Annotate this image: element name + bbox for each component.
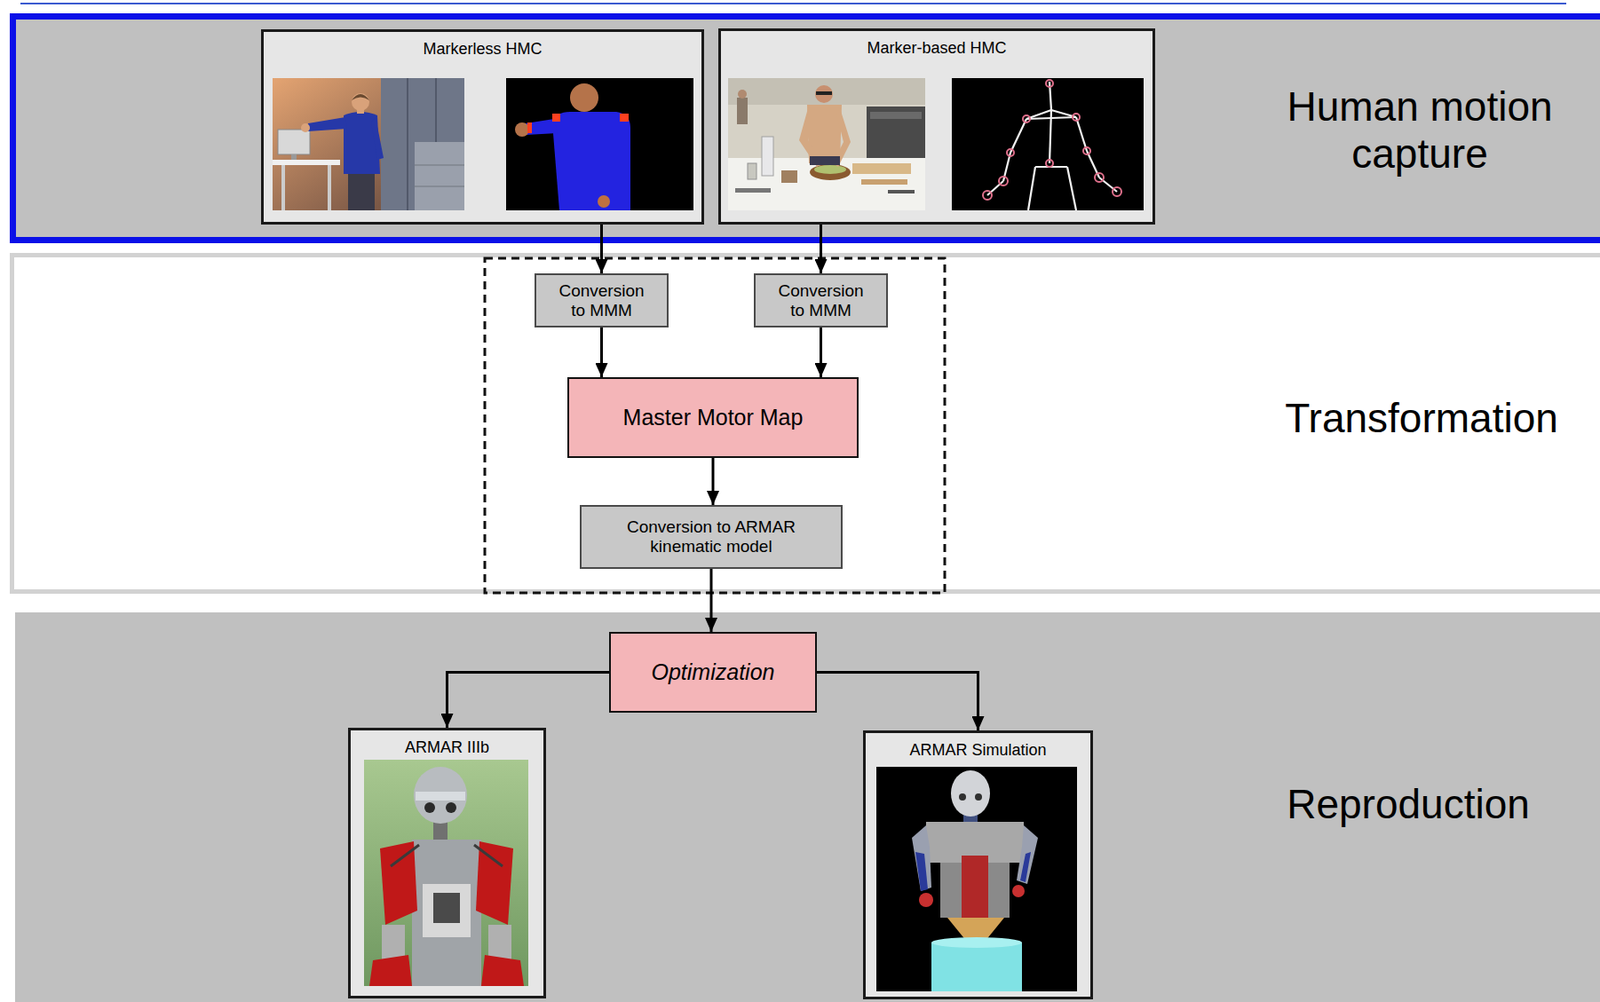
flow-arrow [816, 673, 979, 732]
box-title: ARMAR Simulation [909, 741, 1046, 761]
marker-skeleton [951, 78, 1144, 211]
box-label: Conversion to MMM [554, 281, 650, 321]
band-panel: Reproduction OptimizationARMAR IIIb ARMAR… [15, 612, 1600, 1002]
box-title: Marker-based HMC [866, 39, 1006, 58]
highlight-box: Master Motor Map [567, 377, 859, 459]
flow-arrow [600, 224, 603, 274]
band-label: Human motion capture [1268, 83, 1571, 178]
box-label: Conversion to MMM [773, 281, 870, 321]
photo-box: ARMAR IIIb [348, 728, 547, 999]
process-box: Conversion to ARMAR kinematic model [579, 505, 843, 570]
flow-arrow [600, 327, 603, 378]
marker-based-photo [728, 78, 926, 211]
box-label: Optimization [651, 659, 776, 686]
robot-photo [364, 760, 529, 987]
box-title: Markerless HMC [422, 39, 542, 59]
process-box: Conversion to MMM [534, 273, 669, 328]
markerless-photo [272, 78, 465, 211]
top-rule [20, 2, 1567, 5]
flow-arrow [447, 673, 610, 729]
flow-arrow [819, 224, 823, 274]
band-panel: Transformation Conversion to MMM Conversio… [9, 253, 1600, 595]
dashed-group-outline [484, 258, 945, 594]
box-label: Conversion to ARMAR kinematic model [602, 517, 820, 557]
flow-arrow [710, 569, 713, 633]
flow-arrow [819, 327, 823, 378]
robot-simulation [876, 767, 1078, 992]
photo-box: Markerless HMC [261, 29, 705, 225]
band-label: Transformation [1270, 395, 1573, 443]
band-label: Reproduction [1257, 781, 1560, 829]
flow-arrow [712, 458, 715, 506]
box-title: ARMAR IIIb [404, 738, 490, 758]
process-box: Conversion to MMM [753, 273, 888, 328]
box-label: Master Motor Map [623, 404, 804, 431]
band-panel: Human motion capture Markerless HMC [9, 13, 1600, 244]
highlight-box: Optimization [609, 632, 817, 713]
markerless-body-model [506, 78, 694, 211]
photo-box: ARMAR Simulation [863, 730, 1094, 1000]
photo-box: Marker-based HMC [718, 28, 1156, 225]
